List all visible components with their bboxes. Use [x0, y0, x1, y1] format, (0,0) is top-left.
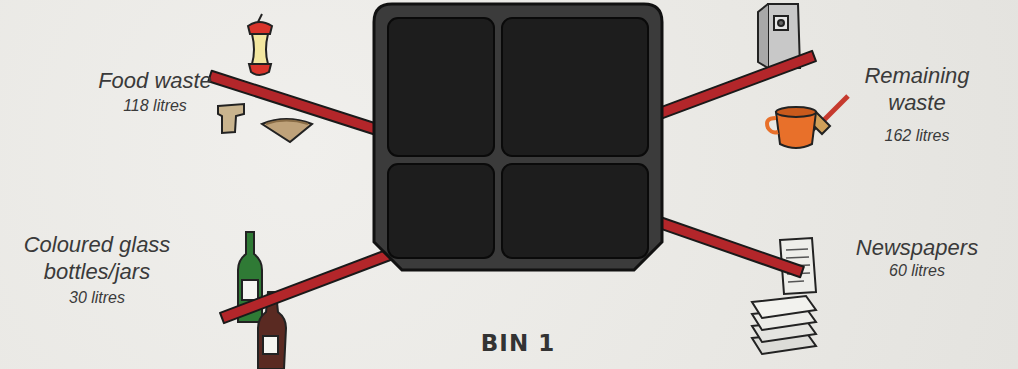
bin: BIN 1	[372, 2, 664, 364]
bin-outline	[372, 2, 664, 364]
category-name: Remaining waste	[856, 62, 978, 116]
volume-value: 118 litres	[98, 95, 212, 116]
category-name: Food waste	[88, 67, 222, 94]
bread-icon	[218, 104, 244, 133]
volume-value: 60 litres	[850, 260, 984, 281]
cup-icon	[767, 107, 816, 148]
crepe-icon	[262, 119, 312, 142]
volume-value: 30 litres	[0, 287, 194, 308]
category-name: Newspapers	[850, 234, 984, 261]
bin-label: BIN 1	[372, 330, 664, 356]
volume-value: 162 litres	[856, 125, 978, 146]
category-name: Coloured glass bottles/jars	[0, 231, 194, 285]
apple-core-icon	[248, 14, 272, 75]
